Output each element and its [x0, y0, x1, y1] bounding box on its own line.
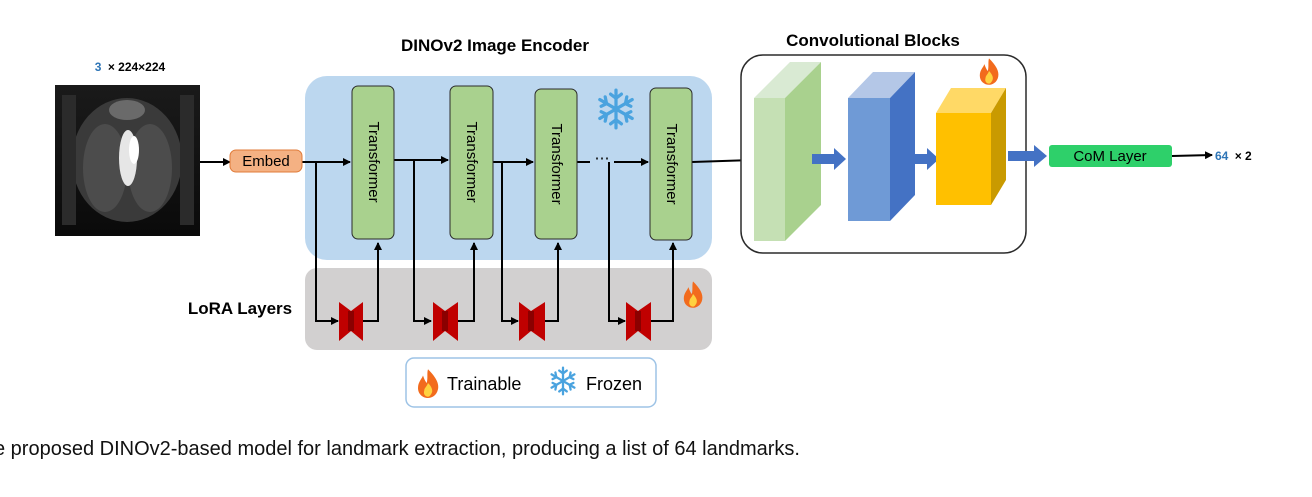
embed-block: Embed [229, 149, 303, 173]
transformer-block-3: Transformer [534, 88, 578, 240]
embed-label: Embed [242, 153, 290, 170]
transformer-label-3: Transformer [548, 123, 565, 204]
figure-caption: e proposed DINOv2-based model for landma… [0, 438, 800, 460]
transformer-block-2: Transformer [449, 85, 494, 240]
conv-block-2 [848, 72, 915, 221]
input-dims: × 224×224 [108, 60, 166, 74]
conv-arrow-1 [812, 148, 846, 170]
encoder-title: DINOv2 Image Encoder [401, 36, 589, 55]
transformer-block-4: Transformer [649, 87, 693, 241]
legend: Trainable Frozen [405, 357, 657, 408]
mri-input-image [55, 85, 200, 236]
conv-out-arrow [1008, 145, 1047, 167]
encoder-panel [305, 76, 712, 260]
lora-block-2 [433, 302, 458, 341]
lora-block-3 [519, 302, 545, 341]
legend-frozen: Frozen [586, 374, 642, 394]
output-size-label: 64 × 2 [1215, 149, 1252, 163]
input-size-label: 3 × 224×224 [95, 60, 166, 74]
transformer-label-4: Transformer [663, 123, 680, 204]
lora-block-4 [626, 302, 651, 341]
transformer-label-1: Transformer [365, 121, 382, 202]
legend-trainable: Trainable [447, 374, 521, 394]
lora-block-1 [339, 302, 363, 341]
lora-layers-label: LoRA Layers [188, 299, 292, 318]
output-count: 64 [1215, 149, 1229, 163]
conv-blocks-title: Convolutional Blocks [786, 31, 960, 50]
output-dims: × 2 [1235, 149, 1252, 163]
transformer-label-2: Transformer [463, 121, 480, 202]
conv-block-1 [754, 62, 821, 241]
com-layer-label: CoM Layer [1073, 148, 1146, 165]
transformer-block-1: Transformer [351, 85, 395, 240]
lora-panel [305, 268, 712, 350]
conv-arrow-2 [905, 148, 939, 170]
com-layer-block: CoM Layer [1049, 145, 1172, 167]
input-channels: 3 [95, 60, 102, 74]
ellipsis: ⋯ [595, 150, 610, 167]
conv-block-3 [936, 88, 1006, 205]
